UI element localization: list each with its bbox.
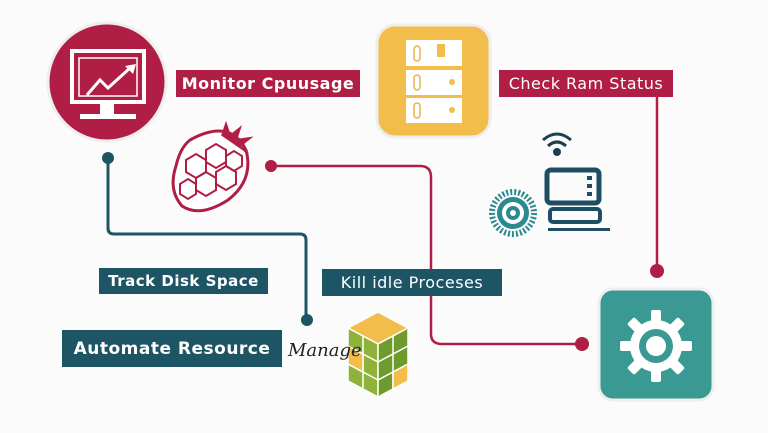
track-disk-label: Track Disk Space <box>99 268 268 294</box>
settings-gear-icon[interactable] <box>597 287 715 402</box>
connector-dot <box>102 152 114 164</box>
monitor-cpu-label: Monitor Cpuusage <box>176 70 360 97</box>
monitor-chart-icon <box>46 21 168 143</box>
connector-teal <box>106 158 308 320</box>
strawberry-icon <box>171 120 254 213</box>
connector-dot <box>265 160 277 172</box>
server-icon <box>375 23 492 139</box>
check-ram-label: Check Ram Status <box>499 70 673 97</box>
connector-dot <box>575 337 589 351</box>
wifi-computer-gear-icon <box>489 132 610 237</box>
kill-idle-label: Kill idle Proceses <box>322 269 502 296</box>
automate-resource-label: Automate Resource <box>62 330 282 367</box>
connector-red <box>271 97 659 346</box>
cube-stack-icon <box>346 311 410 399</box>
automate-script-text: Manage <box>288 340 362 361</box>
connector-dot <box>650 264 664 278</box>
connector-dot <box>301 314 313 326</box>
